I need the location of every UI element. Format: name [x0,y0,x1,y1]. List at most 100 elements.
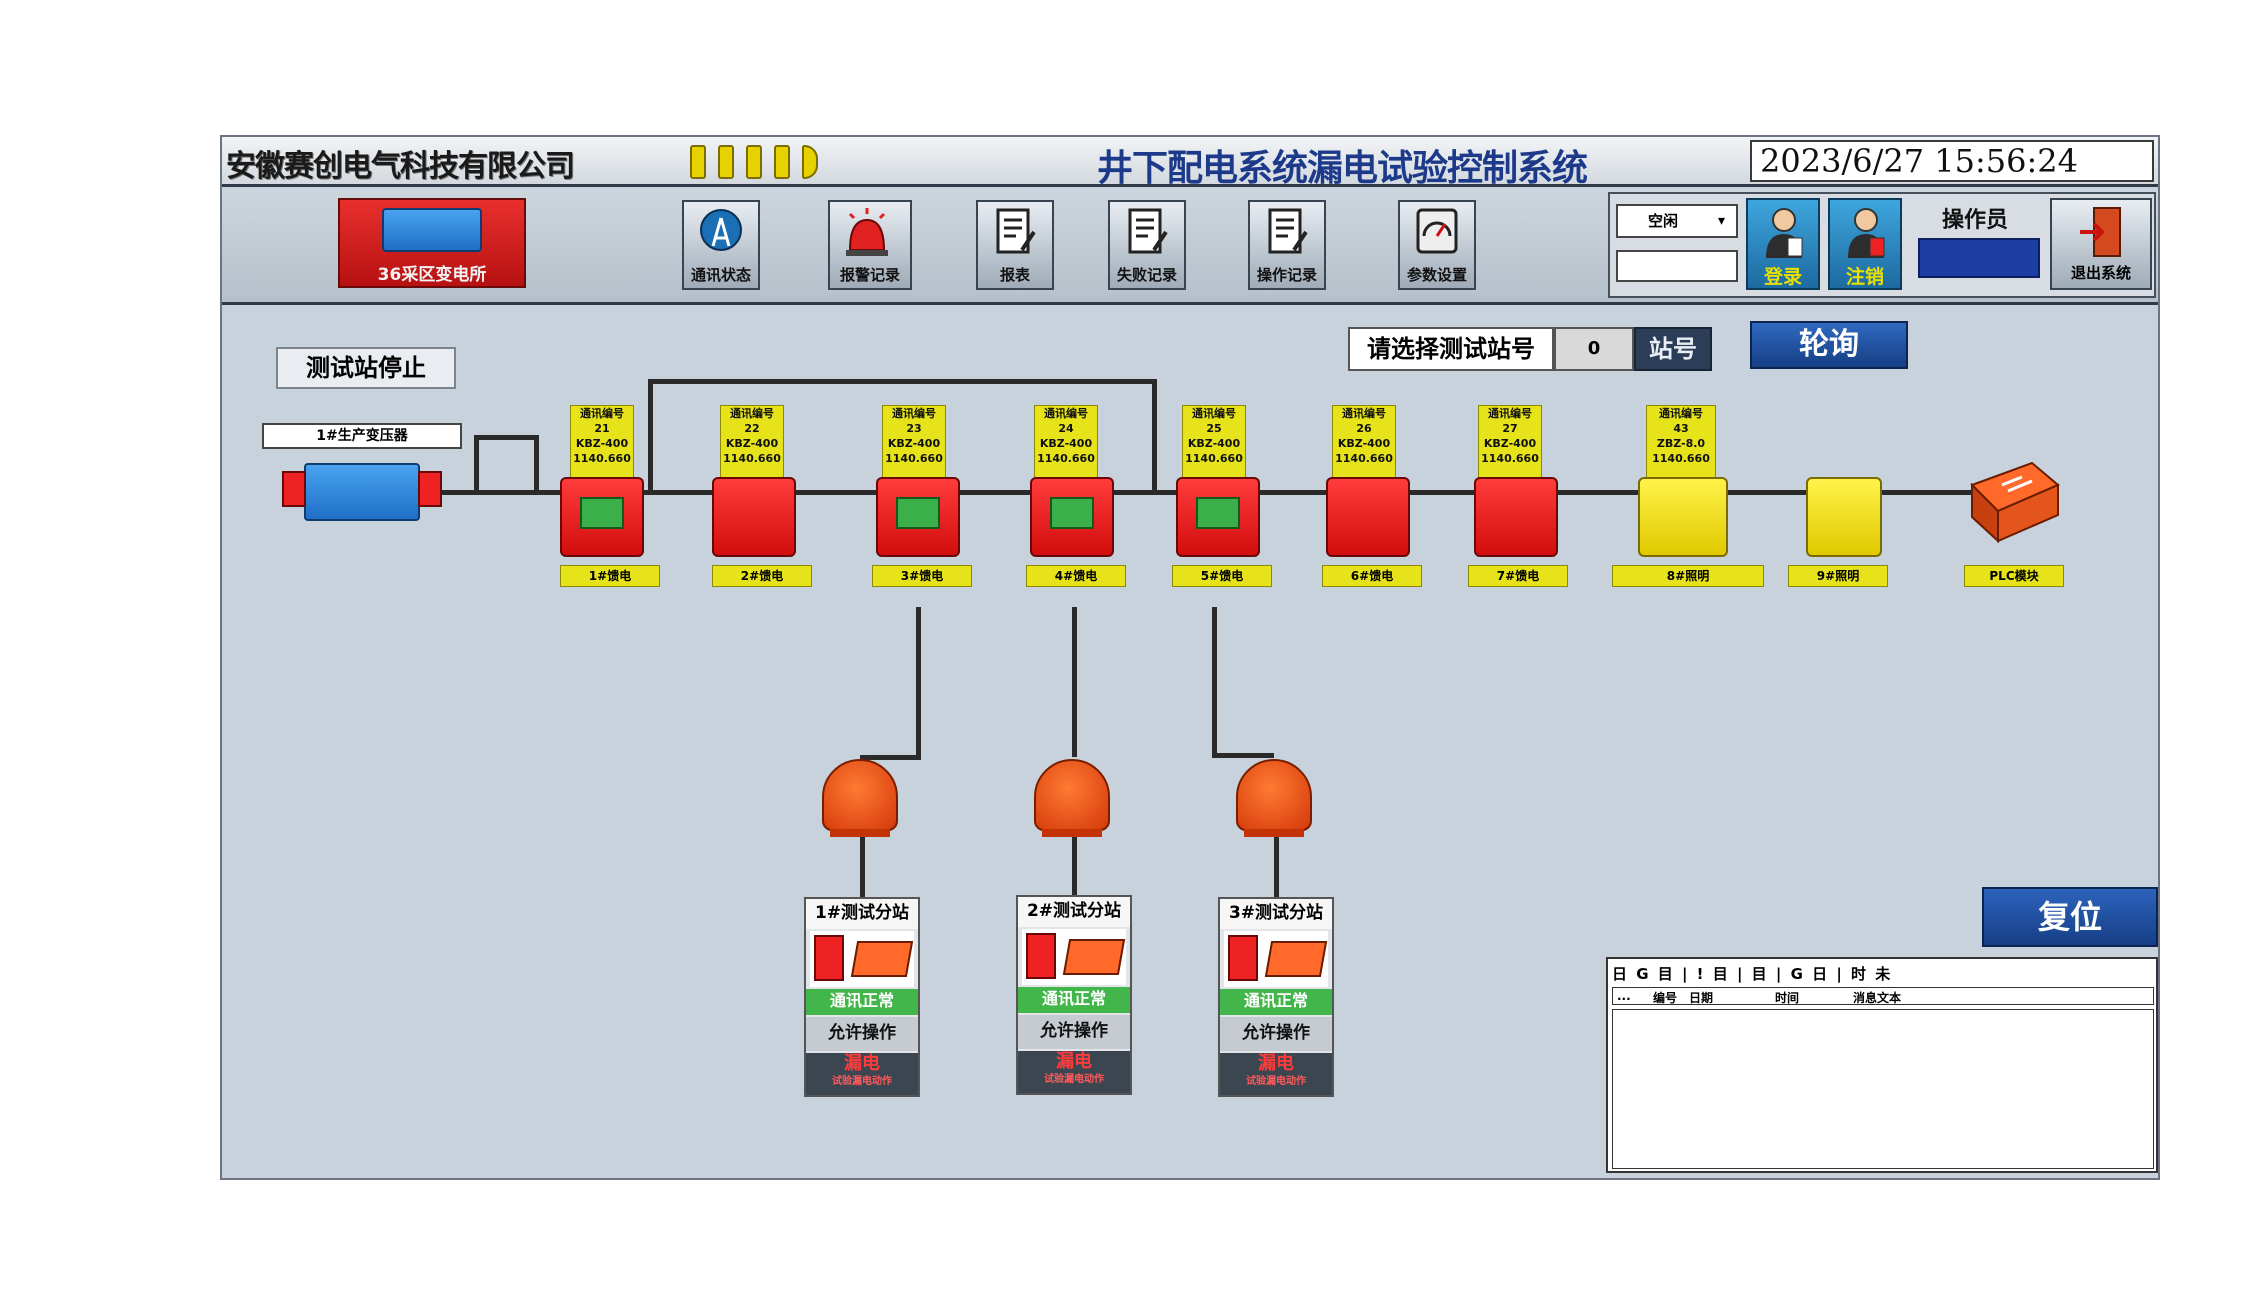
feeder-label: 9#照明 [1788,565,1888,587]
bus-connector [474,435,479,493]
leakage-detector-1[interactable] [822,759,898,837]
feeder-label: 7#馈电 [1468,565,1568,587]
bypass-line [648,379,653,493]
display-screen-icon [1050,497,1094,529]
leakage-detector-3[interactable] [1236,759,1312,837]
feeder-switch-7[interactable] [1474,477,1558,557]
test-substation-2[interactable]: 2#测试分站 通讯正常 允许操作 漏电试验漏电动作 [1016,895,1132,1095]
lighting-switch-9[interactable] [1806,477,1882,557]
feeder-switch-5[interactable] [1176,477,1260,557]
status-led-icon [746,145,762,179]
operation-record-button[interactable]: 操作记录 [1248,200,1326,290]
transformer-label: 1#生产变压器 [262,423,462,449]
junction-box-icon [1264,941,1328,977]
comm-status-button[interactable]: 通讯状态 [682,200,760,290]
column-header: 时间 [1775,991,1800,1005]
status-led-icon [802,145,818,179]
alarm-log-toolbar[interactable]: 日 G 目 | ! 目 | 目 | G 日 | 时 未 [1612,965,1893,983]
title-bar: 安徽赛创电气科技有限公司 井下配电系统漏电试验控制系统 2023/6/27 15… [222,137,2158,189]
feeder-switch-2[interactable] [712,477,796,557]
exit-label: 退出系统 [2070,264,2131,282]
login-button[interactable]: 登录 [1746,198,1820,290]
display-screen-icon [1196,497,1240,529]
failure-record-button[interactable]: 失败记录 [1108,200,1186,290]
mode-select[interactable]: 空闲 ▾ [1616,204,1738,238]
lighting-switch-8[interactable] [1638,477,1728,557]
plc-module-icon[interactable] [1962,455,2062,549]
antenna-icon [700,209,742,251]
system-title: 井下配电系统漏电试验控制系统 [1096,147,1588,189]
feeder-label: 4#馈电 [1026,565,1126,587]
user-icon [1848,208,1885,258]
feeder-switch-6[interactable] [1326,477,1410,557]
station-number-input[interactable]: 0 [1554,327,1634,371]
terminal-icon [418,471,442,507]
user-icon [1766,208,1803,258]
bus-connector [474,435,534,440]
allow-operation-button[interactable]: 允许操作 [806,1017,918,1051]
substation-title: 1#测试分站 [806,899,918,929]
test-substation-1[interactable]: 1#测试分站 通讯正常 允许操作 漏电试验漏电动作 [804,897,920,1097]
substation-title: 2#测试分站 [1018,897,1130,927]
substation-image [810,931,914,987]
hmi-screen: 安徽赛创电气科技有限公司 井下配电系统漏电试验控制系统 2023/6/27 15… [220,135,2160,1180]
leak-test-button[interactable]: 漏电试验漏电动作 [806,1053,918,1095]
bypass-line [1152,379,1157,493]
detector-stand [1244,829,1304,837]
poll-button[interactable]: 轮询 [1750,321,1908,369]
detector-stand [830,829,890,837]
login-input[interactable] [1616,250,1738,282]
mode-value: 空闲 [1648,212,1679,230]
cabinet-icon [1026,933,1056,979]
bus-connector [534,435,539,493]
detector-stand [1042,829,1102,837]
comm-status: 通讯正常 [1220,989,1332,1015]
transformer-icon [382,208,482,252]
column-header: 编号 [1653,991,1678,1005]
substation-button[interactable]: 36采区变电所 [338,198,526,288]
button-label: 通讯状态 [690,266,751,284]
leak-test-button[interactable]: 漏电试验漏电动作 [1220,1053,1332,1095]
document-icon [1268,208,1308,254]
toolbar: 36采区变电所 通讯状态 报警记录 报表 [222,190,2158,305]
branch-line [916,607,921,757]
document-icon [996,208,1036,254]
parameter-settings-button[interactable]: 参数设置 [1398,200,1476,290]
feeder-switch-3[interactable] [876,477,960,557]
logout-button[interactable]: 注销 [1828,198,1902,290]
feeder-label: 5#馈电 [1172,565,1272,587]
allow-operation-button[interactable]: 允许操作 [1220,1017,1332,1051]
alarm-record-button[interactable]: 报警记录 [828,200,912,290]
gauge-icon [1416,208,1458,254]
feeder-label: 3#馈电 [872,565,972,587]
test-station-stop-status: 测试站停止 [276,347,456,389]
alarm-log-list[interactable] [1612,1009,2154,1169]
reset-button[interactable]: 复位 [1982,887,2158,947]
leak-test-button[interactable]: 漏电试验漏电动作 [1018,1051,1130,1093]
feeder-switch-4[interactable] [1030,477,1114,557]
comm-status: 通讯正常 [1018,987,1130,1013]
status-led-icon [690,145,706,179]
feeder-label: 2#馈电 [712,565,812,587]
report-button[interactable]: 报表 [976,200,1054,290]
exit-door-icon [2080,207,2121,257]
allow-operation-button[interactable]: 允许操作 [1018,1015,1130,1049]
status-led-icon [718,145,734,179]
production-transformer[interactable] [282,457,442,527]
alarm-log-header: ... 编号 日期 时间 消息文本 [1612,987,2154,1005]
branch-line [1212,607,1217,757]
feeder-label: 8#照明 [1612,565,1764,587]
login-panel: 空闲 ▾ 登录 注销 操作员 [1608,192,2156,298]
substation-image [1224,931,1328,987]
operator-label: 操作员 [1941,208,2008,233]
feeder-label: PLC模块 [1964,565,2064,587]
leakage-detector-2[interactable] [1034,759,1110,837]
feeder-switch-1[interactable] [560,477,644,557]
exit-system-button[interactable]: 退出系统 [2050,198,2152,290]
test-substation-3[interactable]: 3#测试分站 通讯正常 允许操作 漏电试验漏电动作 [1218,897,1334,1097]
